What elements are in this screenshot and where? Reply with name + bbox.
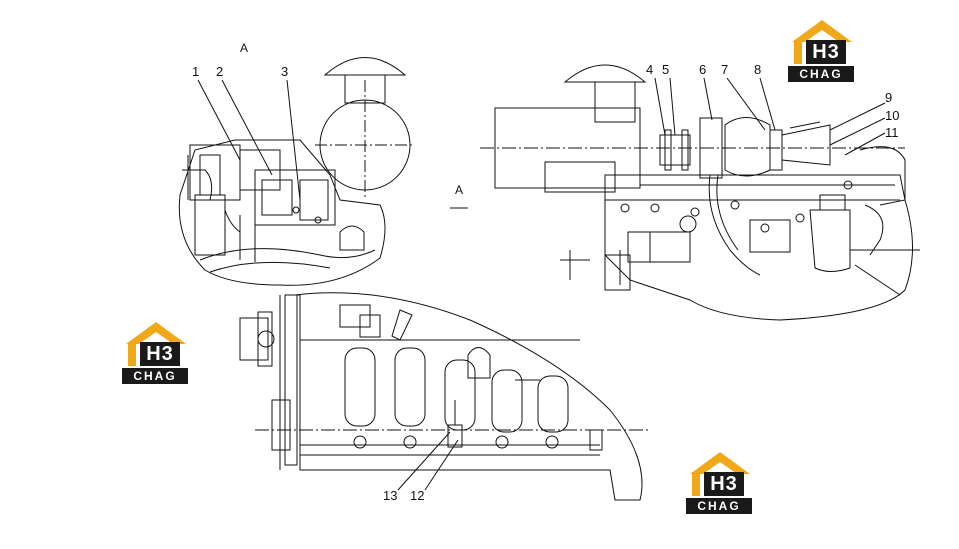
callout-2: 2 xyxy=(216,64,223,79)
callout-12: 12 xyxy=(410,488,424,503)
callout-10: 10 xyxy=(885,108,899,123)
callout-1: 1 xyxy=(192,64,199,79)
callout-3: 3 xyxy=(281,64,288,79)
view-arrow-label: A xyxy=(455,183,463,197)
brand-logo-top-right: H3 CHAG xyxy=(786,20,858,86)
callout-4: 4 xyxy=(646,62,653,77)
bottom-view-drawing xyxy=(239,292,650,501)
callout-11: 11 xyxy=(885,125,899,140)
brand-logo-left: H3 CHAG xyxy=(120,322,192,388)
view-a-label: A xyxy=(240,41,248,55)
side-view-drawing xyxy=(480,64,920,321)
view-a-drawing xyxy=(178,57,415,286)
brand-logo-bottom-right: H3 CHAG xyxy=(684,452,756,518)
callout-5: 5 xyxy=(662,62,669,77)
callout-6: 6 xyxy=(699,62,706,77)
callout-8: 8 xyxy=(754,62,761,77)
callout-9: 9 xyxy=(885,90,892,105)
callout-7: 7 xyxy=(721,62,728,77)
callout-13: 13 xyxy=(383,488,397,503)
